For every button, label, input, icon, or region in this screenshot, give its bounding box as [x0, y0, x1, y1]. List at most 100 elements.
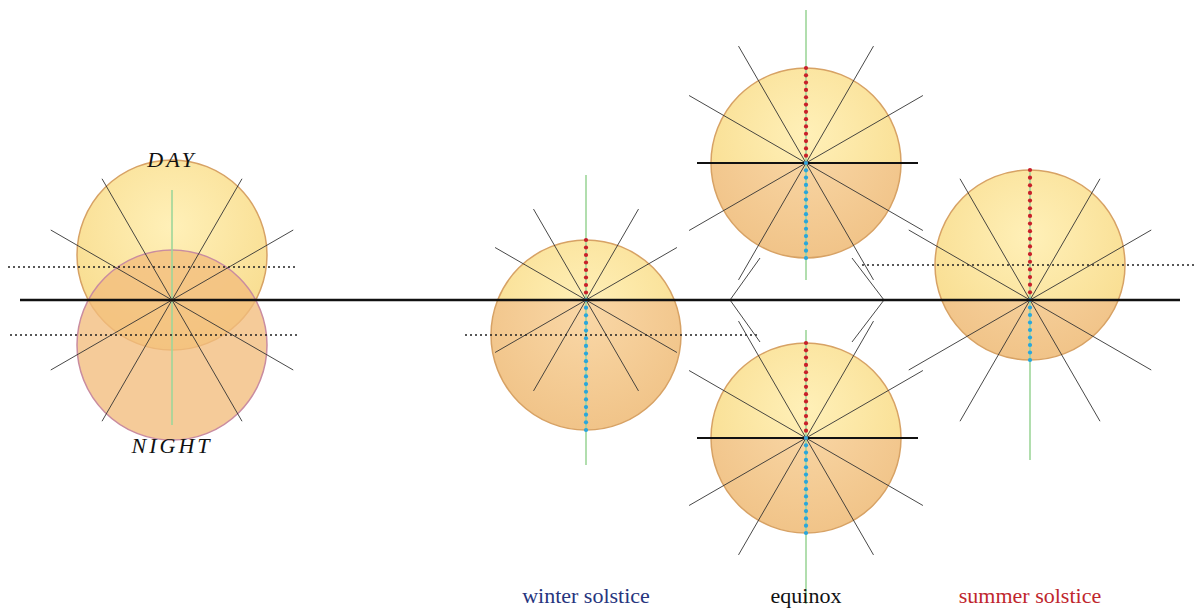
hour-dot	[804, 407, 808, 411]
meridian-line	[805, 10, 807, 280]
hour-dot	[584, 306, 588, 310]
hour-dot	[804, 436, 808, 440]
dotted-line	[862, 264, 1196, 265]
hour-dot	[804, 241, 808, 245]
hour-dot	[1028, 267, 1032, 271]
hour-dot	[804, 168, 808, 172]
horizon-line	[20, 299, 1180, 301]
hour-dot	[804, 73, 808, 77]
hour-dot	[804, 516, 808, 520]
hour-dot	[1028, 343, 1032, 347]
hour-dot	[804, 154, 808, 158]
hour-dot	[584, 405, 588, 409]
hour-dot	[804, 458, 808, 462]
hour-dot	[584, 328, 588, 332]
hour-dot	[804, 502, 808, 506]
hour-dot	[1028, 320, 1032, 324]
hour-dot	[584, 413, 588, 417]
hour-dot	[804, 472, 808, 476]
hour-dot	[584, 313, 588, 317]
hour-dot	[804, 341, 808, 345]
bracket-line	[730, 300, 760, 342]
hour-dot	[584, 268, 588, 272]
hour-dot	[1028, 358, 1032, 362]
hour-dot	[1028, 350, 1032, 354]
hour-dot	[804, 66, 808, 70]
season-label: winter solstice	[522, 585, 650, 607]
hour-dot	[1028, 275, 1032, 279]
hour-dot	[804, 524, 808, 528]
hour-dot	[1028, 313, 1032, 317]
hour-dot	[584, 374, 588, 378]
hour-dot	[804, 392, 808, 396]
hour-dot	[584, 260, 588, 264]
hour-line	[689, 371, 923, 506]
hour-dot	[804, 399, 808, 403]
night-region	[935, 300, 1125, 360]
hour-dot	[804, 377, 808, 381]
hour-dot	[804, 190, 808, 194]
hour-dot	[1028, 252, 1032, 256]
hour-dot	[804, 451, 808, 455]
hour-dot	[804, 494, 808, 498]
hour-dot	[1028, 168, 1032, 172]
hour-dot	[1028, 229, 1032, 233]
hour-dot	[584, 428, 588, 432]
hour-dot	[804, 146, 808, 150]
hour-dot	[584, 275, 588, 279]
hour-dot	[804, 256, 808, 260]
hour-dot	[584, 283, 588, 287]
hour-dot	[804, 385, 808, 389]
hour-dot	[584, 420, 588, 424]
hour-dot	[804, 197, 808, 201]
hour-dot	[804, 531, 808, 535]
dotted-line	[465, 334, 760, 335]
hour-line	[689, 96, 923, 231]
hour-dot	[804, 161, 808, 165]
bracket-line	[852, 300, 884, 342]
hour-dot	[804, 205, 808, 209]
hour-dot	[804, 443, 808, 447]
hour-dot	[804, 370, 808, 374]
hour-dot	[1028, 260, 1032, 264]
hour-dot	[1028, 244, 1032, 248]
hour-dot	[584, 245, 588, 249]
hour-dot	[1028, 237, 1032, 241]
meridian-line	[171, 190, 173, 425]
hour-dot	[584, 397, 588, 401]
hour-dot	[804, 102, 808, 106]
hour-dot	[804, 212, 808, 216]
hour-dot	[804, 487, 808, 491]
hour-dot	[804, 234, 808, 238]
hour-dot	[1028, 206, 1032, 210]
hour-dot	[804, 414, 808, 418]
hour-dot	[584, 359, 588, 363]
hour-dot	[1028, 283, 1032, 287]
season-label: summer solstice	[959, 585, 1101, 607]
hour-dot	[1028, 191, 1032, 195]
hour-dot	[804, 139, 808, 143]
hour-dot	[804, 509, 808, 513]
hour-dot	[804, 81, 808, 85]
hour-dot	[584, 253, 588, 257]
night-label: NIGHT	[131, 435, 212, 457]
season-label: equinox	[771, 585, 842, 607]
hour-dot	[584, 238, 588, 242]
hour-dot	[1028, 335, 1032, 339]
hour-dot	[804, 480, 808, 484]
dotted-line	[10, 334, 298, 335]
hour-line	[689, 96, 923, 231]
hour-dot	[804, 249, 808, 253]
hour-dot	[804, 183, 808, 187]
hour-dot	[804, 465, 808, 469]
hour-dot	[804, 132, 808, 136]
hour-dot	[1028, 328, 1032, 332]
hour-dot	[1028, 305, 1032, 309]
day-region	[491, 240, 681, 300]
hour-dot	[804, 95, 808, 99]
hour-dot	[804, 161, 808, 165]
hour-dot	[1028, 214, 1032, 218]
hour-dot	[804, 356, 808, 360]
